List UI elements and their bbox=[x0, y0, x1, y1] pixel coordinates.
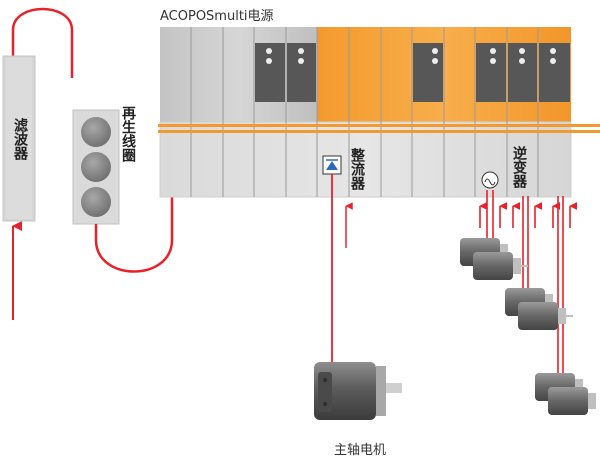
servo-motor-pair-3 bbox=[535, 373, 596, 415]
connector-panel-4 bbox=[476, 43, 506, 102]
connector-panel-5 bbox=[508, 43, 537, 102]
regen-coil-block: 再生线圈 bbox=[72, 106, 136, 225]
spindle-motor-label: 主轴电机 bbox=[334, 443, 386, 458]
regen-coil-label: 再生线圈 bbox=[120, 106, 136, 163]
coil-disc-3 bbox=[81, 187, 111, 217]
spindle-motor bbox=[314, 362, 402, 420]
inverter-symbol bbox=[481, 171, 499, 189]
servo-motor-pair-2 bbox=[505, 288, 573, 330]
rectifier-label: 整流器 bbox=[349, 147, 366, 191]
inverter-cables bbox=[479, 190, 578, 384]
filter-label: 滤波器 bbox=[12, 117, 29, 161]
servo-motor-pair-1 bbox=[460, 238, 528, 280]
coil-disc-1 bbox=[81, 117, 111, 147]
connector-panel-1 bbox=[255, 43, 285, 102]
inverter-label: 逆变器 bbox=[511, 145, 528, 189]
connector-panel-3 bbox=[413, 43, 443, 102]
input-cable-loop bbox=[11, 7, 74, 78]
connector-panel-6 bbox=[539, 43, 570, 102]
rectifier-symbol bbox=[322, 155, 342, 175]
filter-block: 滤波器 bbox=[2, 55, 36, 222]
regen-to-rack-cable bbox=[94, 196, 174, 273]
power-supply-title: ACOPOSmulti电源 bbox=[160, 9, 274, 24]
connector-panel-2 bbox=[287, 43, 316, 102]
dc-bus-bar bbox=[158, 124, 600, 133]
acoposmulti-rack bbox=[159, 27, 572, 198]
coil-disc-2 bbox=[81, 152, 111, 182]
